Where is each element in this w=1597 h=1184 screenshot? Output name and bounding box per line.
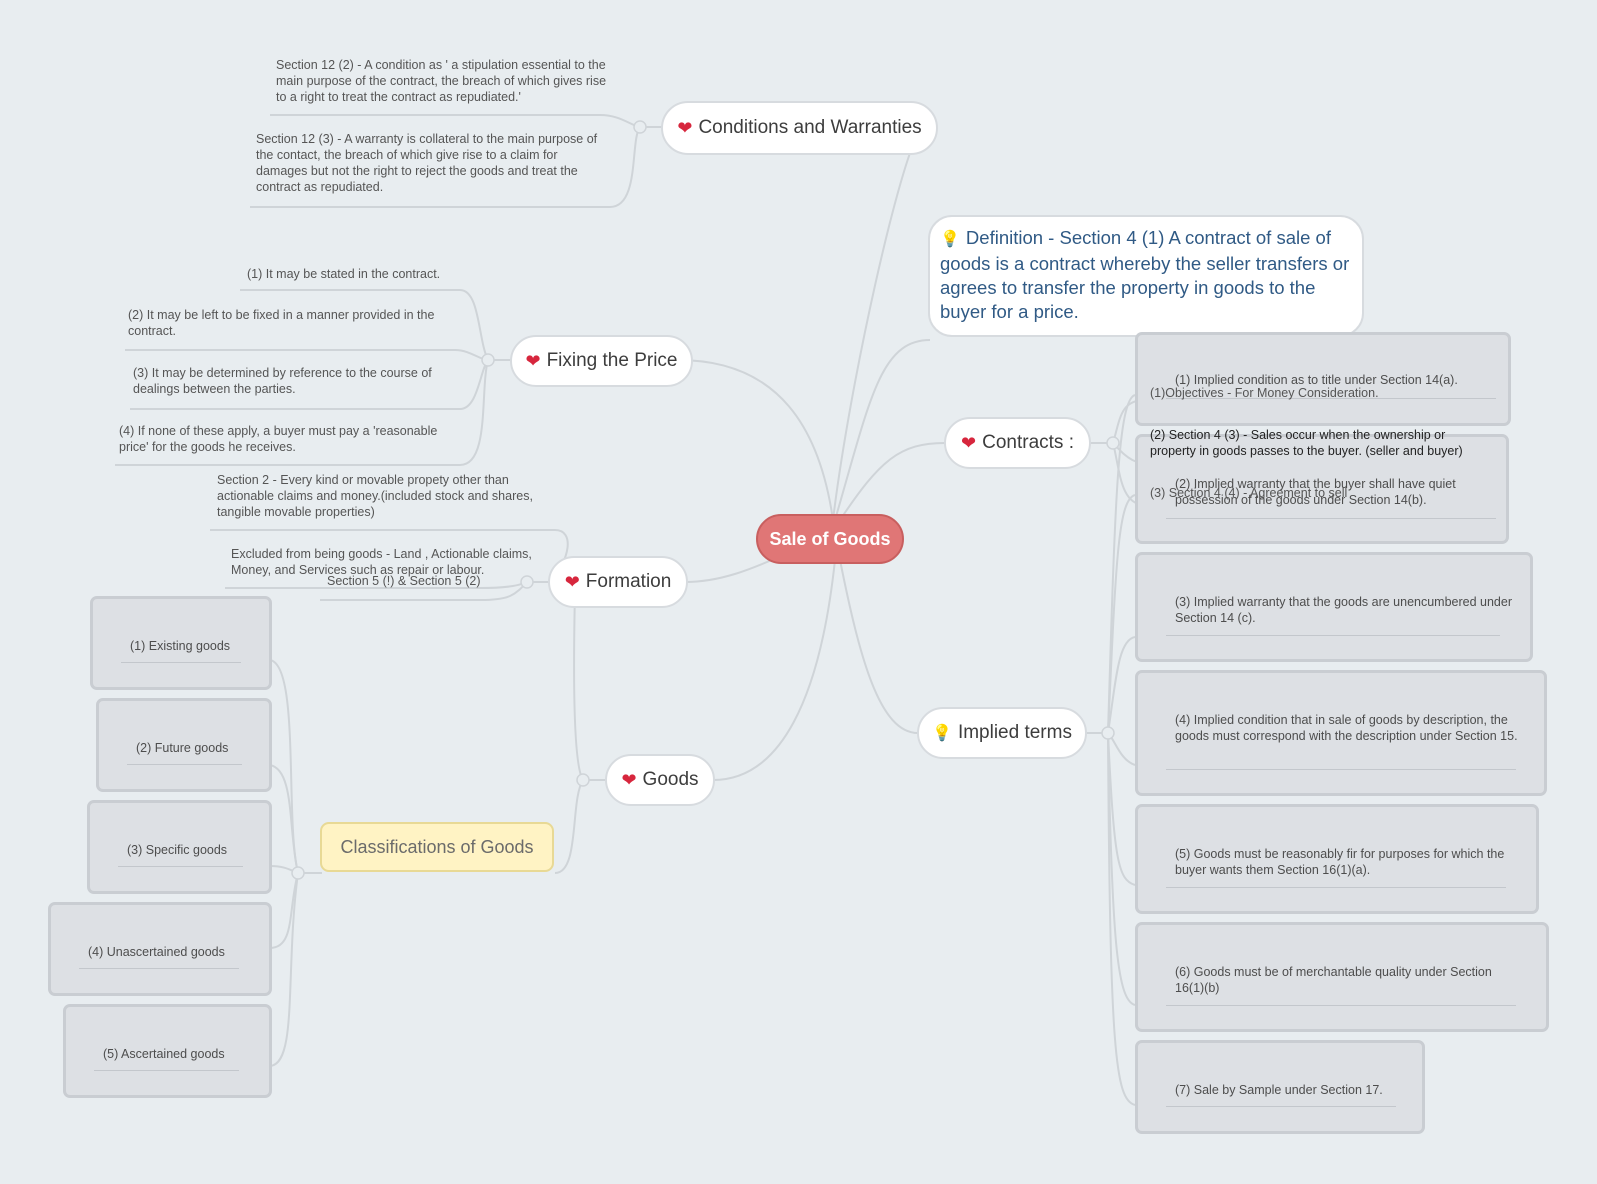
implied-term-item[interactable]: (6) Goods must be of merchantable qualit… (1135, 922, 1549, 1032)
item-label: (7) Sale by Sample under Section 17. (1175, 1083, 1383, 1097)
heart-icon: ❤ (525, 350, 541, 371)
item-label: (6) Goods must be of merchantable qualit… (1175, 965, 1492, 995)
implied-term-item[interactable]: (7) Sale by Sample under Section 17. (1135, 1040, 1425, 1134)
topic-goods[interactable]: ❤Goods (605, 754, 715, 806)
item-label: (3) Implied warranty that the goods are … (1175, 595, 1512, 625)
heart-icon: ❤ (677, 117, 693, 138)
note-formation-2: Excluded from being goods - Land , Actio… (231, 547, 532, 577)
root-topic[interactable]: Sale of Goods (756, 514, 904, 564)
underline (1166, 635, 1500, 636)
topic-label: Formation (585, 571, 672, 592)
definition-text: Definition - Section 4 (1) A contract of… (940, 227, 1350, 322)
underline (1166, 887, 1506, 888)
implied-term-item[interactable]: (3) Implied warranty that the goods are … (1135, 552, 1533, 662)
heart-icon: ❤ (564, 571, 580, 592)
note-contract-1: (1)Objectives - For Money Consideration. (1150, 386, 1379, 400)
bulb-icon: 💡 (932, 725, 952, 742)
underline (1166, 1106, 1396, 1107)
implied-term-item[interactable]: (5) Goods must be reasonably fir for pur… (1135, 804, 1539, 914)
topic-conditions-and-warranties[interactable]: ❤Conditions and Warranties (661, 101, 938, 155)
note-price-2: (2) It may be left to be fixed in a mann… (128, 308, 435, 338)
topic-fixing-the-price[interactable]: ❤Fixing the Price (510, 335, 693, 387)
item-label: (4) Unascertained goods (88, 945, 225, 959)
item-label: (3) Specific goods (127, 843, 228, 857)
implied-term-item[interactable]: (1) Implied condition as to title under … (1135, 332, 1511, 426)
underline (94, 1070, 239, 1071)
topic-label: Fixing the Price (546, 350, 678, 371)
note-contract-2: (2) Section 4 (3) - Sales occur when the… (1150, 428, 1463, 458)
note-formation-1: Section 2 - Every kind or movable propet… (217, 473, 533, 519)
underline (118, 866, 243, 867)
classification-item[interactable]: (5) Ascertained goods (63, 1004, 272, 1098)
note-formation-3: Section 5 (!) & Section 5 (2) (327, 574, 481, 588)
topic-label: Classifications of Goods (340, 836, 534, 857)
topic-label: Implied terms (957, 722, 1072, 743)
root-label: Sale of Goods (769, 528, 891, 549)
topic-label: Goods (642, 769, 699, 790)
heart-icon: ❤ (621, 769, 637, 790)
classification-item[interactable]: (3) Specific goods (87, 800, 272, 894)
underline (1166, 518, 1496, 519)
item-label: (2) Future goods (136, 741, 229, 755)
underline (127, 764, 242, 765)
topic-contracts[interactable]: ❤Contracts : (944, 417, 1091, 469)
note-price-1: (1) It may be stated in the contract. (247, 267, 441, 281)
underline (1166, 769, 1516, 770)
classification-item[interactable]: (1) Existing goods (90, 596, 272, 690)
classification-item[interactable]: (2) Future goods (96, 698, 272, 792)
item-label: (5) Goods must be reasonably fir for pur… (1175, 847, 1505, 877)
item-label: (4) Implied condition that in sale of go… (1175, 713, 1518, 743)
topic-classifications-of-goods[interactable]: Classifications of Goods (320, 822, 554, 872)
note-price-4: (4) If none of these apply, a buyer must… (119, 424, 438, 454)
note-condition: Section 12 (2) - A condition as ' a stip… (276, 58, 607, 104)
underline (121, 662, 241, 663)
heart-icon: ❤ (961, 432, 977, 453)
item-label: (1) Implied condition as to title under … (1175, 373, 1458, 387)
underline (1166, 398, 1496, 399)
item-label: (1) Existing goods (130, 639, 231, 653)
topic-label: Contracts : (982, 432, 1074, 453)
item-label: (2) Implied warranty that the buyer shal… (1175, 477, 1456, 507)
implied-term-item[interactable]: (2) Implied warranty that the buyer shal… (1135, 434, 1509, 544)
implied-term-item[interactable]: (4) Implied condition that in sale of go… (1135, 670, 1547, 796)
topic-label: Conditions and Warranties (698, 117, 922, 138)
classification-item[interactable]: (4) Unascertained goods (48, 902, 272, 996)
definition-topic[interactable]: 💡Definition - Section 4 (1) A contract o… (928, 215, 1364, 337)
bulb-icon: 💡 (940, 231, 960, 248)
topic-formation[interactable]: ❤Formation (548, 556, 688, 608)
underline (79, 968, 239, 969)
topic-implied-terms[interactable]: 💡 Implied terms (917, 707, 1087, 759)
note-contract-3: (3) Section 4 (4) - Agreement to sell (1150, 486, 1348, 500)
item-label: (5) Ascertained goods (103, 1047, 225, 1061)
underline (1166, 1005, 1516, 1006)
note-warranty: Section 12 (3) - A warranty is collatera… (256, 132, 598, 194)
note-price-3: (3) It may be determined by reference to… (133, 366, 432, 396)
